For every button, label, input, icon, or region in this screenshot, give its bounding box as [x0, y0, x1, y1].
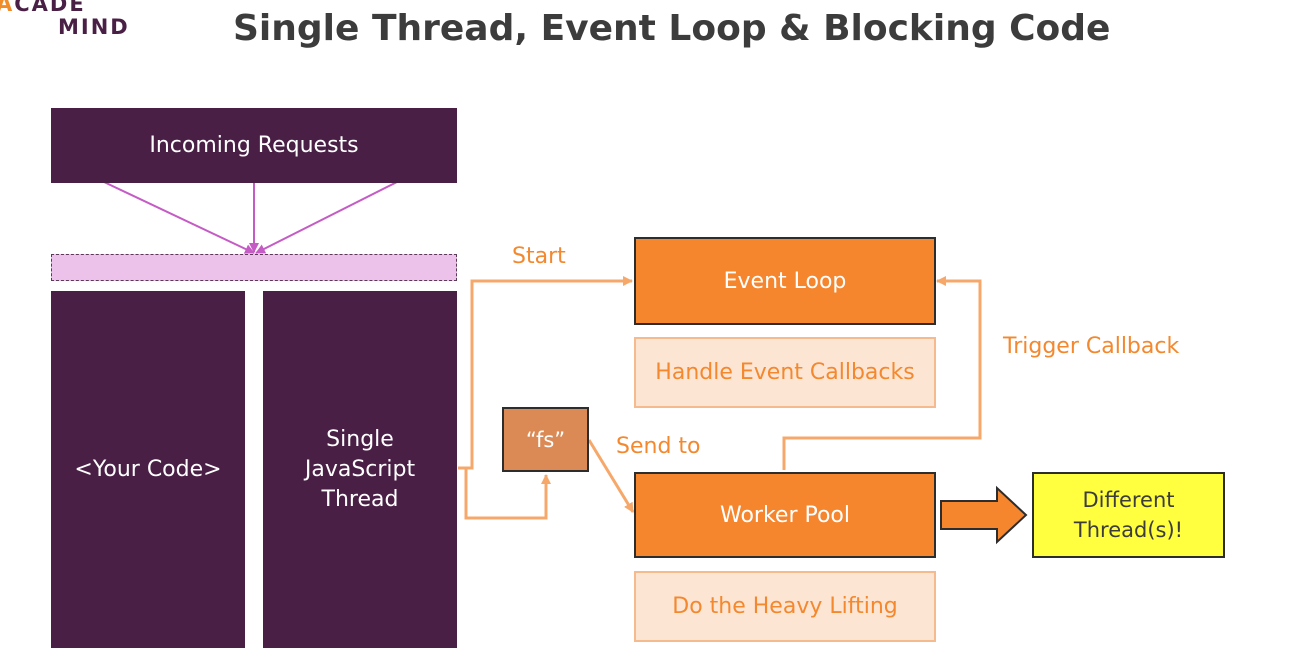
javascript-thread-box: Single JavaScript Thread [263, 291, 457, 648]
worker-pool-box: Worker Pool [634, 472, 936, 558]
slide-title: Single Thread, Event Loop & Blocking Cod… [233, 8, 1111, 49]
your-code-box: <Your Code> [51, 291, 245, 648]
request-arrow-left [103, 181, 255, 254]
trigger-callback-label: Trigger Callback [1003, 334, 1180, 359]
fs-module-box: “fs” [502, 407, 589, 472]
handle-event-callbacks-box: Handle Event Callbacks [634, 337, 936, 408]
fs-connector [464, 468, 551, 520]
start-label: Start [512, 244, 566, 269]
logo-line2: MIND [58, 15, 130, 39]
event-loop-box: Event Loop [634, 237, 936, 325]
different-threads-box: Different Thread(s)! [1032, 472, 1225, 558]
send-to-label: Send to [616, 434, 701, 459]
request-arrow-right [255, 181, 398, 254]
send-to-connector [587, 439, 635, 513]
different-threads-arrow [940, 485, 1028, 545]
trigger-callback-connector [782, 276, 982, 470]
request-queue-bar [51, 254, 457, 281]
incoming-requests-box: Incoming Requests [51, 108, 457, 183]
heavy-lifting-box: Do the Heavy Lifting [634, 571, 936, 642]
logo-line1: CADE [14, 0, 86, 16]
logo-accent-letter: A [0, 0, 15, 16]
